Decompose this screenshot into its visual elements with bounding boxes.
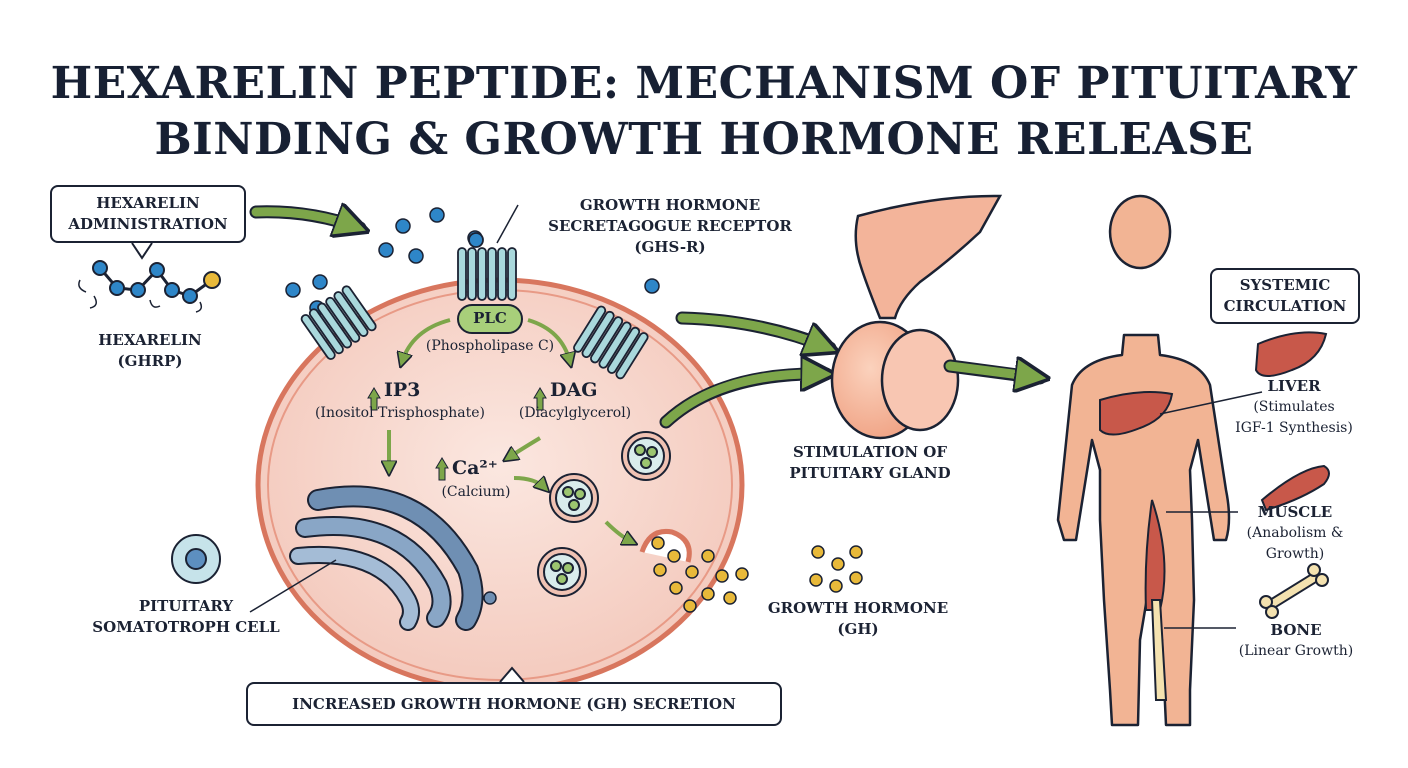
admin-box: HEXARELIN ADMINISTRATION <box>50 185 246 243</box>
hexarelin-label-line-2: (GHRP) <box>117 352 183 370</box>
liver-name: LIVER <box>1267 377 1321 395</box>
plc-full: (Phospholipase C) <box>425 338 555 354</box>
ip3-full: (Inositol Trisphosphate) <box>314 405 486 421</box>
arrow-to-gland-1 <box>677 313 826 347</box>
muscle-icon <box>1260 464 1330 512</box>
bone-label: BONE (Linear Growth) <box>1226 620 1366 662</box>
hexarelin-label-line-1: HEXARELIN <box>98 331 202 349</box>
admin-line-2: ADMINISTRATION <box>68 215 228 233</box>
secretory-vesicles <box>537 431 671 597</box>
up-arrows <box>367 387 547 481</box>
liver-label: LIVER (Stimulates IGF-1 Synthesis) <box>1224 376 1364 439</box>
signaling-arrows <box>389 318 632 542</box>
admin-callout-pointer <box>131 242 153 260</box>
secretion-box: INCREASED GROWTH HORMONE (GH) SECRETION <box>246 682 782 726</box>
receptor-label: GROWTH HORMONE SECRETAGOGUE RECEPTOR (GH… <box>520 195 820 258</box>
calcium-full: (Calcium) <box>441 484 511 500</box>
ghs-receptors <box>300 232 649 380</box>
gland-label-line-1: STIMULATION OF <box>793 443 947 461</box>
small-vesicle <box>483 591 497 605</box>
receptor-label-line-1: GROWTH HORMONE <box>579 196 761 214</box>
receptor-label-line-2: SECRETAGOGUE RECEPTOR <box>548 217 792 235</box>
muscle-name: MUSCLE <box>1257 503 1333 521</box>
bone-in-body <box>1150 599 1168 701</box>
human-body <box>1056 194 1231 727</box>
plc-pill <box>457 304 523 334</box>
endoplasmic-reticulum <box>289 485 484 631</box>
muscle-line-2: Growth) <box>1265 546 1325 562</box>
liver-line-1: (Stimulates <box>1253 399 1335 415</box>
secretion-callout-pointer <box>499 666 525 683</box>
arrow-to-gland-2 <box>661 374 822 427</box>
hexarelin-label: HEXARELIN (GHRP) <box>80 330 220 372</box>
liver-in-body <box>1099 391 1174 436</box>
gh-label-line-1: GROWTH HORMONE <box>767 599 949 617</box>
title-line-1: HEXARELIN PEPTIDE: MECHANISM OF PITUITAR… <box>50 58 1358 109</box>
cell-label-line-2: SOMATOTROPH CELL <box>92 618 280 636</box>
muscle-line-1: (Anabolism & <box>1246 525 1344 541</box>
circulation-box: SYSTEMIC CIRCULATION <box>1210 268 1360 324</box>
receptor-leader-line <box>496 204 519 244</box>
plc-name: PLC <box>473 309 507 327</box>
liver-icon <box>1254 331 1328 377</box>
muscle-label: MUSCLE (Anabolism & Growth) <box>1230 502 1360 565</box>
liver-line-2: IGF-1 Synthesis) <box>1235 420 1353 436</box>
gh-label: GROWTH HORMONE (GH) <box>738 598 978 640</box>
cell-label-line-1: PITUITARY <box>138 597 234 615</box>
title-line-2: BINDING & GROWTH HORMONE RELEASE <box>154 114 1254 165</box>
bone-icon <box>1259 563 1329 619</box>
gh-granules <box>651 536 863 613</box>
pituitary-gland <box>830 194 1003 440</box>
admin-arrow <box>251 212 356 227</box>
calcium-name: Ca²⁺ <box>452 457 498 479</box>
circulation-line-1: SYSTEMIC <box>1239 276 1331 294</box>
gland-label-line-2: PITUITARY GLAND <box>789 464 951 482</box>
gh-label-line-2: (GH) <box>837 620 879 638</box>
arrow-to-body <box>945 366 1036 377</box>
gland-label: STIMULATION OF PITUITARY GLAND <box>770 442 970 484</box>
bone-name: BONE <box>1270 621 1322 639</box>
cell-label: PITUITARY SOMATOTROPH CELL <box>86 596 286 638</box>
cell-leader-line <box>249 559 337 613</box>
receptor-label-line-3: (GHS-R) <box>634 238 706 256</box>
circulation-line-2: CIRCULATION <box>1223 297 1347 315</box>
ip3-name: IP3 <box>384 379 421 401</box>
somatotroph-icon <box>171 534 221 584</box>
dag-name: DAG <box>550 379 598 401</box>
organ-leader-lines <box>1159 391 1263 629</box>
hexarelin-peptide-chain <box>78 260 221 313</box>
dag-full: (Diacylglycerol) <box>518 405 632 421</box>
bone-line-1: (Linear Growth) <box>1238 643 1354 659</box>
admin-line-1: HEXARELIN <box>96 194 200 212</box>
